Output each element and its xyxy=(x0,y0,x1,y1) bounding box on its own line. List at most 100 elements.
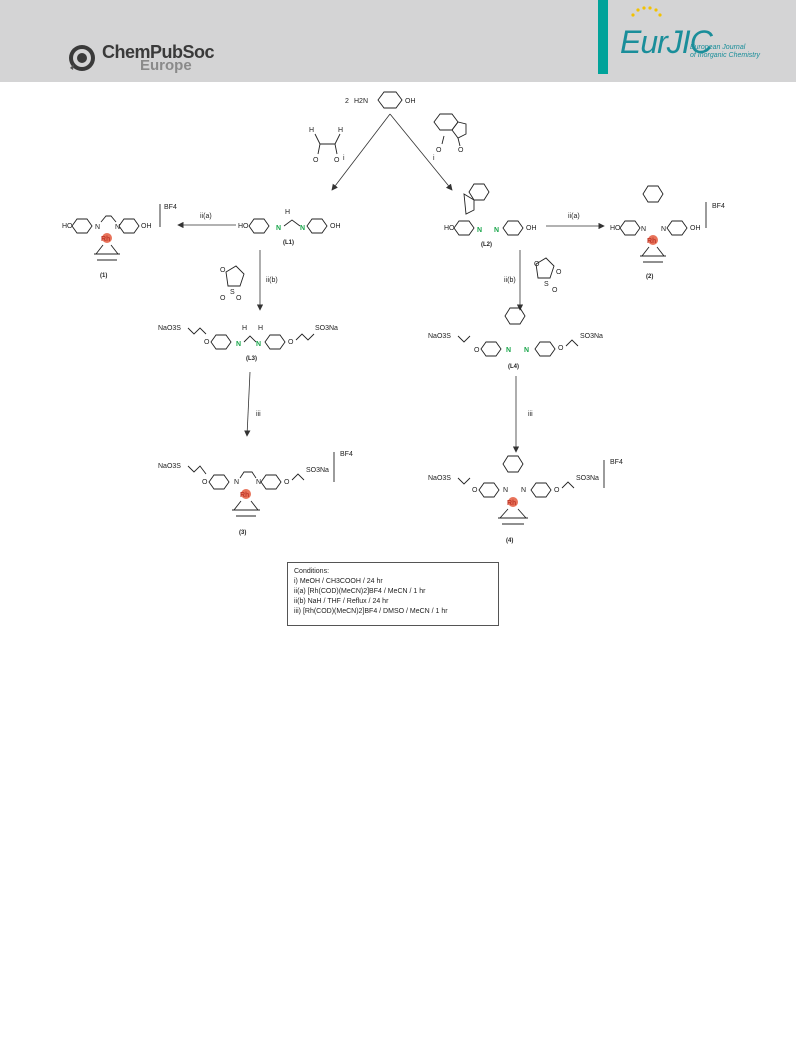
svg-text:Rh: Rh xyxy=(647,238,656,245)
propane-sultone-left: S O O O xyxy=(220,265,245,302)
svg-text:O: O xyxy=(220,295,226,302)
svg-text:BF4: BF4 xyxy=(340,451,353,458)
svg-text:Rh: Rh xyxy=(507,500,516,507)
compound-3: NaO3S O N N O SO3Na Rh BF4 (3) xyxy=(158,451,353,536)
label-L4: (L4) xyxy=(508,364,519,370)
label-iia-left: ii(a) xyxy=(200,213,212,220)
svg-text:O: O xyxy=(202,479,208,486)
svg-text:O: O xyxy=(554,487,560,494)
synthesis-scheme: 2 H2N OH H H O O O O i i HO N N H OH (L1… xyxy=(62,91,725,544)
svg-text:O: O xyxy=(474,347,480,354)
svg-text:HO: HO xyxy=(238,223,249,230)
svg-text:O: O xyxy=(334,157,340,164)
journal-accent-bar xyxy=(598,0,608,74)
journal-subtitle-line2: of Inorganic Chemistry xyxy=(690,52,761,59)
conditions-title: Conditions: xyxy=(294,568,330,575)
label-2: (2) xyxy=(646,274,653,280)
label-i-right: i xyxy=(433,155,435,162)
glyoxal-reagent: H H O O xyxy=(309,127,343,164)
svg-text:N: N xyxy=(641,226,646,233)
publisher-name: ChemPubSoc xyxy=(102,42,215,62)
svg-text:N: N xyxy=(236,341,241,348)
svg-text:S: S xyxy=(230,289,235,296)
svg-text:O: O xyxy=(436,147,442,154)
svg-text:N: N xyxy=(477,227,482,234)
publisher-region: Europe xyxy=(140,57,192,74)
journal-title: EurJIC xyxy=(620,24,713,60)
svg-text:SO3Na: SO3Na xyxy=(576,475,599,482)
svg-text:N: N xyxy=(276,225,281,232)
svg-text:O: O xyxy=(288,339,294,346)
condition-line: ii(a) [Rh(COD)(MeCN)2]BF4 / MeCN / 1 hr xyxy=(294,588,426,595)
svg-text:N: N xyxy=(95,224,100,231)
arrow-i-left xyxy=(331,113,391,191)
svg-text:N: N xyxy=(256,479,261,486)
label-1: (1) xyxy=(100,273,107,279)
svg-text:O: O xyxy=(558,345,564,352)
svg-text:HO: HO xyxy=(444,225,455,232)
svg-text:N: N xyxy=(256,341,261,348)
svg-text:N: N xyxy=(503,487,508,494)
svg-text:S: S xyxy=(544,281,549,288)
propane-sultone-right: S O O O xyxy=(534,257,562,294)
compound-4: NaO3S O N N O SO3Na Rh BF4 (4) xyxy=(428,455,623,544)
svg-text:Rh: Rh xyxy=(240,492,249,499)
svg-text:H: H xyxy=(338,127,343,134)
arrow-i-right xyxy=(389,113,453,191)
compound-L4: NaO3S O N N O SO3Na (L4) xyxy=(428,307,603,370)
svg-text:O: O xyxy=(204,339,210,346)
svg-text:O: O xyxy=(313,157,319,164)
label-i-left: i xyxy=(343,155,345,162)
svg-text:H: H xyxy=(242,325,247,332)
label-iib-right: ii(b) xyxy=(504,277,516,284)
svg-text:HO: HO xyxy=(610,225,621,232)
label-4: (4) xyxy=(506,538,513,544)
reagent-oh: OH xyxy=(405,98,416,105)
label-L1: (L1) xyxy=(283,240,294,246)
svg-text:OH: OH xyxy=(330,223,341,230)
svg-text:N: N xyxy=(506,347,511,354)
chempubsoc-logo-icon xyxy=(69,45,95,71)
reagent-stoich: 2 xyxy=(345,98,349,105)
svg-text:HO: HO xyxy=(62,223,73,230)
eu-stars-icon xyxy=(631,6,662,17)
compound-2: HO N N OH Rh BF4 (2) xyxy=(610,185,725,280)
label-iii-right: iii xyxy=(528,411,533,418)
svg-text:N: N xyxy=(234,479,239,486)
svg-text:N: N xyxy=(115,224,120,231)
svg-text:OH: OH xyxy=(690,225,701,232)
svg-text:N: N xyxy=(494,227,499,234)
condition-line: ii(b) NaH / THF / Reflux / 24 hr xyxy=(294,598,389,605)
svg-text:N: N xyxy=(521,487,526,494)
journal-subtitle-line1: European Journal xyxy=(690,44,746,51)
svg-text:NaO3S: NaO3S xyxy=(158,325,181,332)
svg-text:H: H xyxy=(285,209,290,216)
aminophenol-reagent: 2 H2N OH xyxy=(345,91,416,109)
label-iia-right: ii(a) xyxy=(568,213,580,220)
svg-text:H: H xyxy=(258,325,263,332)
svg-text:OH: OH xyxy=(526,225,537,232)
svg-text:O: O xyxy=(534,261,540,268)
label-3: (3) xyxy=(239,530,246,536)
compound-L2: HO N N OH (L2) xyxy=(444,183,537,248)
svg-text:O: O xyxy=(552,287,558,294)
condition-line: iii) [Rh(COD)(MeCN)2]BF4 / DMSO / MeCN /… xyxy=(294,608,448,615)
svg-text:NaO3S: NaO3S xyxy=(158,463,181,470)
svg-text:O: O xyxy=(284,479,290,486)
compound-L1: HO N N H OH (L1) xyxy=(238,209,341,246)
label-L2: (L2) xyxy=(481,242,492,248)
svg-text:N: N xyxy=(661,226,666,233)
compound-1: HO N N OH Rh BF4 (1) xyxy=(62,204,177,279)
svg-text:O: O xyxy=(472,487,478,494)
label-iii-left: iii xyxy=(256,411,261,418)
svg-text:BF4: BF4 xyxy=(164,204,177,211)
svg-text:BF4: BF4 xyxy=(610,459,623,466)
acenaphthenequinone-reagent: O O xyxy=(433,113,467,154)
svg-text:H: H xyxy=(309,127,314,134)
label-iib-left: ii(b) xyxy=(266,277,278,284)
page-header: ChemPubSoc Europe EurJIC European Journa… xyxy=(0,0,796,82)
svg-text:O: O xyxy=(236,295,242,302)
arrow-iii-left xyxy=(244,371,251,437)
condition-line: i) MeOH / CH3COOH / 24 hr xyxy=(294,578,383,585)
svg-text:SO3Na: SO3Na xyxy=(580,333,603,340)
